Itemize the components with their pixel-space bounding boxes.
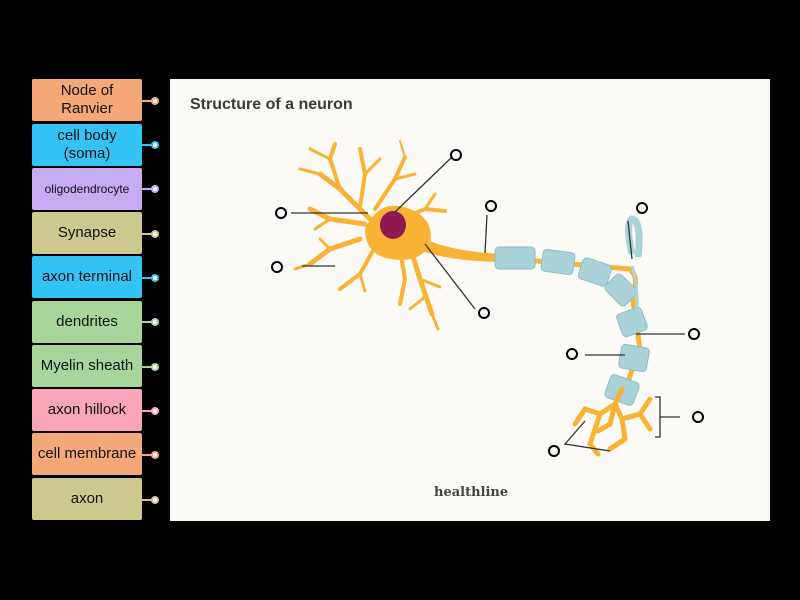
myelin-sheath bbox=[494, 246, 650, 406]
drop-target-7[interactable] bbox=[688, 328, 700, 340]
label-text: Node of Ranvier bbox=[60, 82, 114, 117]
nucleus bbox=[380, 211, 406, 239]
drop-target-4[interactable] bbox=[636, 202, 648, 214]
label-node-of-ranvier[interactable]: Node of Ranvier bbox=[32, 79, 142, 121]
label-connector bbox=[142, 233, 152, 235]
drop-target-1[interactable] bbox=[450, 149, 462, 161]
drag-handle-dot[interactable] bbox=[151, 97, 159, 105]
label-connector bbox=[142, 366, 152, 368]
drag-handle-dot[interactable] bbox=[151, 141, 159, 149]
label-axon[interactable]: axon bbox=[32, 478, 142, 520]
drop-target-10[interactable] bbox=[548, 445, 560, 457]
label-text: axon bbox=[70, 490, 104, 507]
label-connector bbox=[142, 277, 152, 279]
drag-handle-dot[interactable] bbox=[151, 230, 159, 238]
drag-handle-dot[interactable] bbox=[151, 318, 159, 326]
label-connector bbox=[142, 144, 152, 146]
label-cell-membrane[interactable]: cell membrane bbox=[32, 433, 142, 475]
label-text: axon terminal bbox=[41, 268, 133, 285]
label-synapse[interactable]: Synapse bbox=[32, 212, 142, 254]
label-text: dendrites bbox=[56, 313, 118, 330]
label-text: Synapse bbox=[57, 224, 117, 241]
drop-target-6[interactable] bbox=[478, 307, 490, 319]
axon-terminal bbox=[572, 386, 653, 457]
label-text: axon hillock bbox=[47, 401, 127, 418]
drag-handle-dot[interactable] bbox=[151, 451, 159, 459]
drag-handle-dot[interactable] bbox=[151, 274, 159, 282]
drop-target-8[interactable] bbox=[566, 348, 578, 360]
label-dendrites[interactable]: dendrites bbox=[32, 301, 142, 343]
drag-handle-dot[interactable] bbox=[151, 407, 159, 415]
drag-handle-dot[interactable] bbox=[151, 185, 159, 193]
label-oligodendrocyte[interactable]: oligodendrocyte bbox=[32, 168, 142, 210]
label-cell-body[interactable]: cell body (soma) bbox=[32, 124, 142, 166]
label-connector bbox=[142, 454, 152, 456]
label-connector bbox=[142, 100, 152, 102]
label-axon-hillock[interactable]: axon hillock bbox=[32, 389, 142, 431]
drop-target-3[interactable] bbox=[485, 200, 497, 212]
label-connector bbox=[142, 499, 152, 501]
drag-handle-dot[interactable] bbox=[151, 363, 159, 371]
pointer-lines bbox=[291, 156, 685, 452]
label-text: cell membrane bbox=[37, 445, 137, 462]
label-connector bbox=[142, 188, 152, 190]
drop-target-9[interactable] bbox=[692, 411, 704, 423]
label-myelin-sheath[interactable]: Myelin sheath bbox=[32, 345, 142, 387]
label-connector bbox=[142, 321, 152, 323]
label-text: oligodendrocyte bbox=[44, 182, 130, 196]
axon-hillock bbox=[422, 239, 500, 262]
diagram-panel: Structure of a neuron healthline bbox=[170, 79, 770, 521]
drag-handle-dot[interactable] bbox=[151, 496, 159, 504]
drop-target-5[interactable] bbox=[271, 261, 283, 273]
label-text: cell body (soma) bbox=[57, 127, 117, 162]
label-text: Myelin sheath bbox=[40, 357, 134, 374]
neuron-diagram bbox=[291, 140, 685, 457]
diagram-title: Structure of a neuron bbox=[190, 96, 353, 113]
drop-target-2[interactable] bbox=[275, 207, 287, 219]
oligodendrocyte bbox=[625, 215, 643, 258]
label-axon-terminal[interactable]: axon terminal bbox=[32, 256, 142, 298]
label-connector bbox=[142, 410, 152, 412]
healthline-logo: healthline bbox=[434, 485, 509, 500]
